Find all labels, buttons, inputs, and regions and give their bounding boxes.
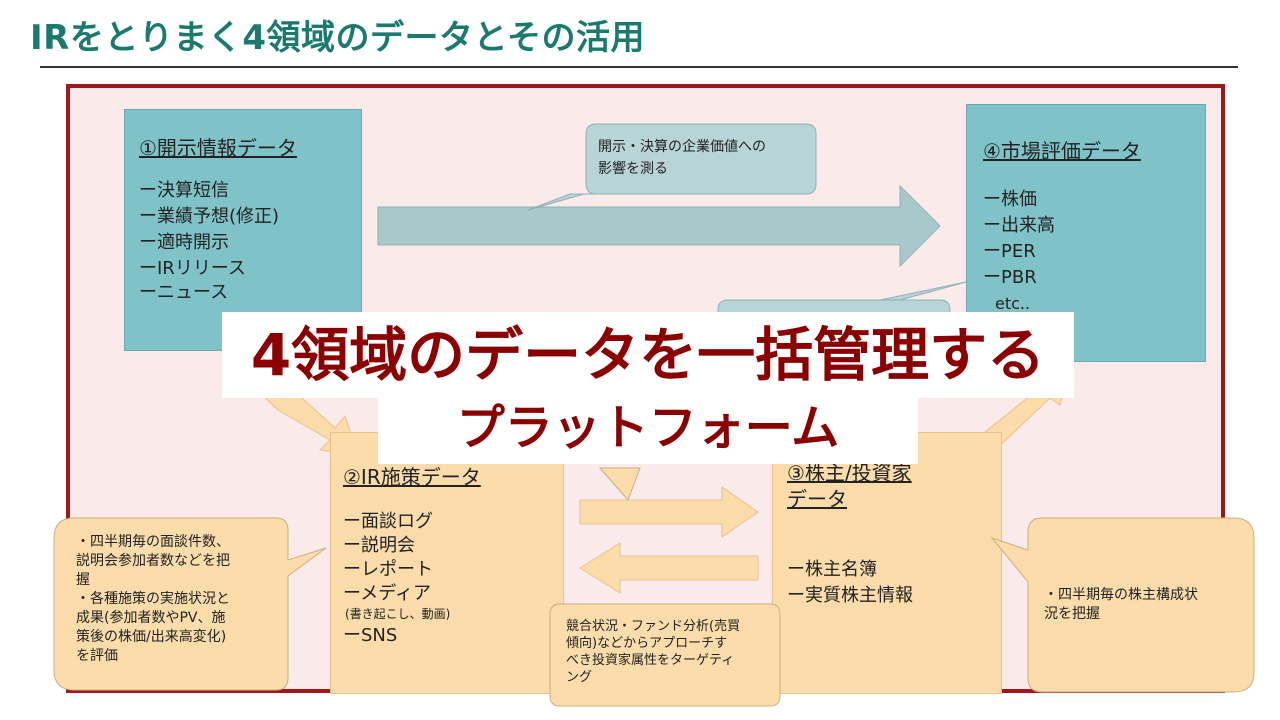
list-item: ー決算短信 xyxy=(139,180,229,201)
callout-bottom-text: 競合状況・ファンド分析(売買 傾向)などからアプローチす べき投資家属性をターゲ… xyxy=(566,618,740,686)
callout-top-line2: 影響を測る xyxy=(598,161,668,177)
list-item: ーIRリリース xyxy=(139,258,246,279)
callout-bottom-line: べき投資家属性をターゲティ xyxy=(566,653,735,668)
shareholder-data-heading: ③株主/投資家 xyxy=(787,461,912,485)
shareholder-data-heading-2: データ xyxy=(787,487,847,511)
disclosure-data-box: ①開示情報データ ー決算短信 ー業績予想(修正) ー適時開示 ーIRリリース ー… xyxy=(124,109,362,351)
disclosure-data-heading: ①開示情報データ xyxy=(139,136,297,160)
list-item: ーレポート xyxy=(343,559,433,580)
list-item: ーPER xyxy=(983,241,1036,262)
market-data-heading: ④市場評価データ xyxy=(983,139,1141,163)
list-item: ー株主名簿 xyxy=(787,559,877,580)
callout-right-line: ・四半期毎の株主構成状 xyxy=(1044,587,1198,603)
overlay-banner-line1: 4領域のデータを一括管理する xyxy=(222,312,1074,398)
list-item: ー株価 xyxy=(983,189,1037,210)
list-item: ー実質株主情報 xyxy=(787,585,913,606)
callout-left-text: ・四半期毎の面談件数、 説明会参加者数などを把 握 ・各種施策の実施状況と 成果… xyxy=(76,533,230,666)
list-item: ー業績予想(修正) xyxy=(139,206,280,227)
arrow-ir-to-shareholder xyxy=(579,486,759,538)
callout-top-line1: 開示・決算の企業価値への xyxy=(598,139,766,155)
list-item: ーメディア xyxy=(343,583,432,604)
list-item: ー出来高 xyxy=(983,215,1055,236)
callout-bottom-line: 競合状況・ファンド分析(売買 xyxy=(566,619,741,634)
callout-left-line: ・各種施策の実施状況と xyxy=(76,591,230,607)
list-item-note: (書き起こし、動画) xyxy=(345,607,451,621)
callout-bottom-line: 傾向)などからアプローチす xyxy=(566,636,728,651)
callout-left-line: ・四半期毎の面談件数、 xyxy=(76,534,230,550)
callout-left-line: 握 xyxy=(76,572,90,588)
overlay-banner-text2: プラットフォーム xyxy=(456,400,840,456)
arrow-disclosure-to-market xyxy=(377,184,941,268)
callout-bottom-line: ング xyxy=(566,670,593,685)
callout-left-line: 策後の株価/出来高変化) xyxy=(76,629,227,645)
overlay-banner-line2: プラットフォーム xyxy=(378,392,918,464)
title-divider xyxy=(40,66,1238,68)
callout-right-text: ・四半期毎の株主構成状 況を把握 xyxy=(1044,586,1198,624)
shareholder-data-box: ③株主/投資家 データ ー株主名簿 ー実質株主情報 xyxy=(772,432,1002,694)
list-item: ー適時開示 xyxy=(139,232,229,253)
callout-right-line: 況を把握 xyxy=(1044,606,1100,622)
arrow-shareholder-to-ir xyxy=(579,542,759,594)
list-item: ー説明会 xyxy=(343,535,415,556)
callout-top-shape xyxy=(527,123,817,211)
callout-right-shape xyxy=(990,517,1255,693)
callout-left-line: を評価 xyxy=(76,648,118,664)
ir-measures-box: ②IR施策データ ー面談ログ ー説明会 ーレポート ーメディア (書き起こし、動… xyxy=(330,432,564,694)
callout-bottom-shape xyxy=(549,603,781,707)
list-item-etc: etc.. xyxy=(995,294,1031,313)
ir-measures-heading: ②IR施策データ xyxy=(343,465,481,489)
list-item: ー面談ログ xyxy=(343,511,433,532)
page-title: IRをとりまく4領域のデータとその活用 xyxy=(30,18,645,58)
callout-left-line: 説明会参加者数などを把 xyxy=(76,553,230,569)
callout-left-shape xyxy=(53,517,327,691)
list-item: ーSNS xyxy=(343,625,398,646)
callout-left-line: 成果(参加者数やPV、施 xyxy=(76,610,226,626)
overlay-banner-text1: 4領域のデータを一括管理する xyxy=(250,321,1046,389)
list-item: ーニュース xyxy=(139,282,229,303)
list-item: ーPBR xyxy=(983,267,1037,288)
callout-bottom-pointer xyxy=(598,467,641,501)
